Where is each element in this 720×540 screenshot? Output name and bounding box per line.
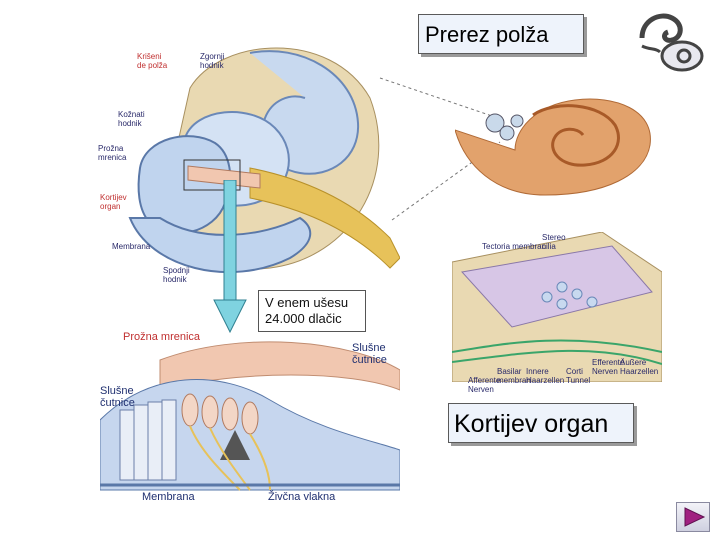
label-aeussere-haarzellen: Äußere Haarzellen	[620, 358, 659, 376]
label-afferente-nerven: Afferente Nerven	[468, 376, 501, 394]
label-basilar-membran: Basilar membran	[497, 367, 531, 385]
label-slusne-cutnice-left: Slušne čutnice	[100, 385, 135, 409]
cochlea-cross-section-diagram	[100, 28, 400, 308]
label-corti-tunnel: Corti Tunnel	[566, 367, 591, 385]
label-stereo-cilia: Stereo cilia	[542, 233, 566, 251]
label-innere-haarzellen: Innere Haarzellen	[526, 367, 565, 385]
down-arrow	[213, 180, 247, 334]
label-prozna-mrenica-top: Prožna mrenica	[98, 144, 127, 162]
cochlea-snail-image	[455, 98, 651, 196]
title-kortijev-organ: Kortijev organ	[448, 403, 634, 443]
organ-of-corti-3d-diagram	[452, 232, 662, 382]
title-prerez-polza: Prerez polža	[418, 14, 584, 54]
hair-cell-count-note: V enem ušesu 24.000 dlačic	[258, 290, 366, 332]
label-membrana-bottom: Membrana	[142, 491, 195, 503]
organ-of-corti-diagram	[100, 341, 400, 491]
label-kozni-hodnik: Kožnati hodnik	[118, 110, 145, 128]
label-tectoria-membran: Tectoria membran	[482, 242, 547, 251]
label-kortijev-organ-top: Kortijev organ	[100, 193, 127, 211]
label-spodnji-hodnik: Spodnji hodnik	[163, 266, 190, 284]
next-slide-button[interactable]	[676, 502, 710, 532]
label-zgornji-hodnik: Zgornji hodnik	[200, 52, 225, 70]
label-membrana-top: Membrana	[112, 242, 151, 251]
label-zivcna-vlakna: Živčna vlakna	[268, 491, 336, 503]
label-kriseni: Krišeni de polža	[137, 52, 168, 70]
play-right-icon	[684, 507, 706, 527]
label-prozna-mrenica-bottom: Prožna mrenica	[123, 331, 201, 343]
label-slusne-cutnice-right: Slušne čutnice	[352, 342, 387, 366]
label-efferente-nerven: Efferente Nerven	[592, 358, 625, 376]
ear-icon	[639, 13, 704, 72]
